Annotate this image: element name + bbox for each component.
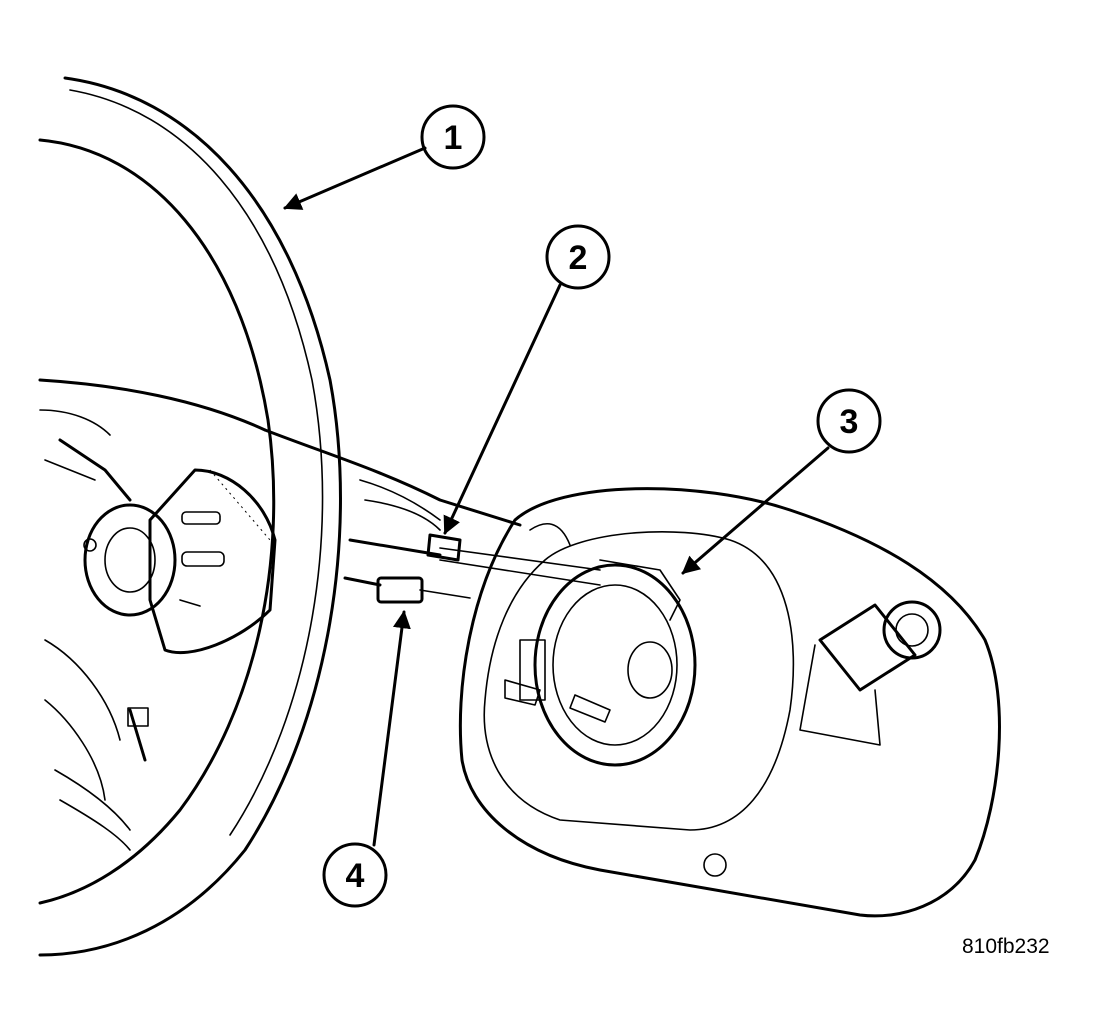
callout-4-label: 4 [346, 857, 365, 895]
callout-3-label: 3 [840, 403, 859, 441]
spoke-control-pad [148, 468, 277, 655]
callout-1-label: 1 [444, 119, 463, 157]
callout-4: 4 [322, 610, 411, 908]
figure-id: 810fb232 [962, 935, 1050, 958]
callout-2: 2 [443, 224, 611, 535]
steering-hub [38, 378, 267, 851]
multifunction-switch-stalk [799, 600, 942, 746]
clockspring-housing [458, 487, 1001, 918]
airbag-module-wiring [263, 428, 601, 604]
steering-wheel-rim [38, 76, 342, 957]
callout-3: 3 [681, 388, 882, 575]
callout-1: 1 [283, 104, 486, 210]
callout-2-label: 2 [569, 239, 588, 277]
